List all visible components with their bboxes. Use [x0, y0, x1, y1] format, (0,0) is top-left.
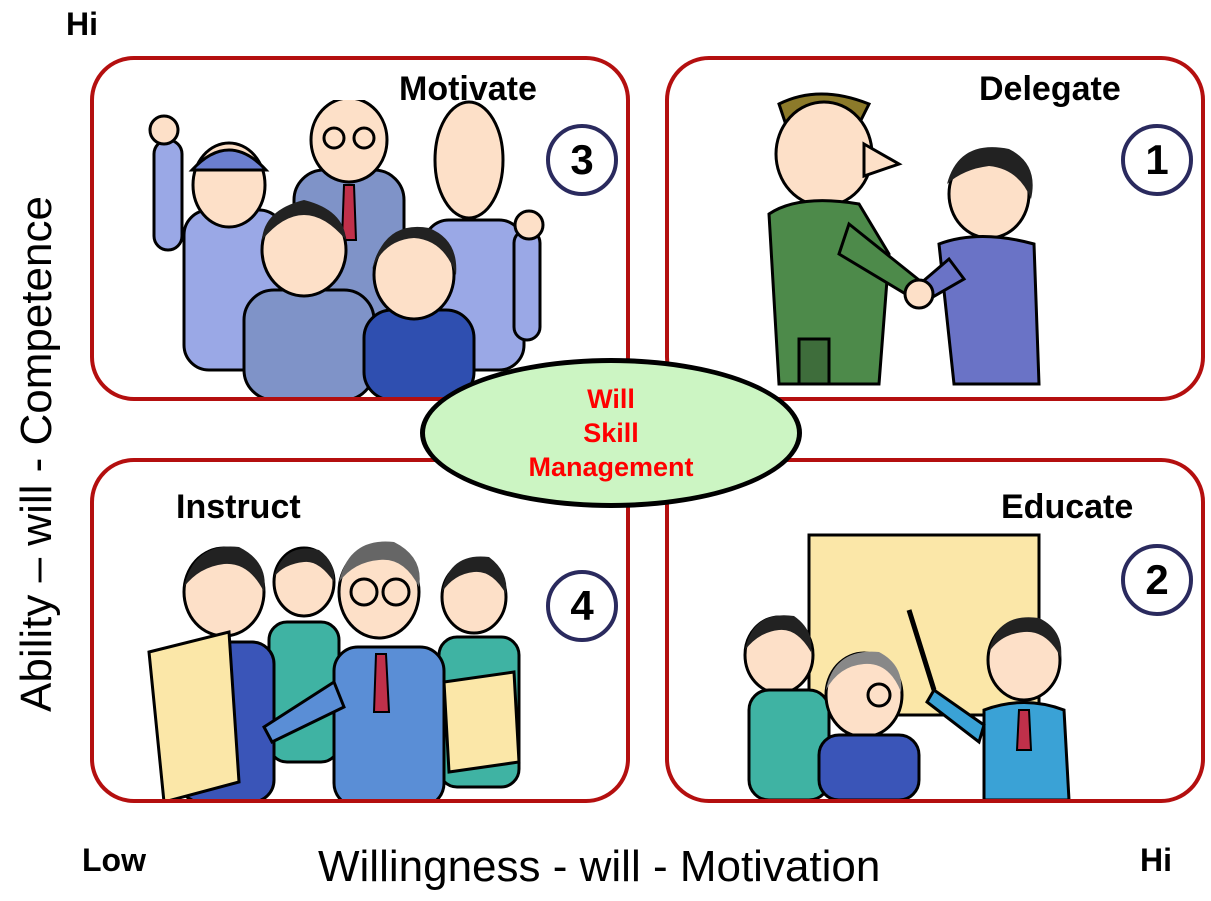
quadrant-label-instruct: Instruct: [176, 488, 301, 526]
quadrant-label-motivate: Motivate: [399, 70, 537, 108]
center-label-will: Will: [587, 384, 635, 414]
quadrant-motivate: Motivate 3: [90, 56, 630, 401]
x-axis-high-label: Hi: [1140, 842, 1172, 878]
x-axis-label: Willingness - will - Motivation: [318, 842, 881, 891]
quadrant-number-badge: 2: [1121, 544, 1193, 616]
quadrant-delegate: Delegate 1: [665, 56, 1205, 401]
classroom-illustration: [743, 533, 1071, 799]
quadrant-label-delegate: Delegate: [979, 70, 1121, 108]
team-cheering-illustration: [148, 100, 545, 397]
quadrant-educate: Educate 2: [665, 458, 1205, 803]
y-axis-label: Ability – will - Competence: [12, 196, 61, 712]
quadrant-number-badge: 3: [546, 124, 618, 196]
y-axis-high-label: Hi: [66, 6, 98, 42]
quadrant-number-badge: 1: [1121, 124, 1193, 196]
quadrant-label-educate: Educate: [1001, 488, 1134, 526]
x-axis-low-label: Low: [82, 842, 146, 878]
instruction-group-illustration: [147, 541, 521, 799]
quadrant-number-badge: 4: [546, 570, 618, 642]
center-label-management: Management: [528, 452, 694, 482]
center-ellipse: Will Skill Management: [420, 358, 802, 508]
center-label-skill: Skill: [583, 418, 639, 448]
handshake-illustration: [767, 92, 1041, 386]
quadrant-instruct: Instruct 4: [90, 458, 630, 803]
